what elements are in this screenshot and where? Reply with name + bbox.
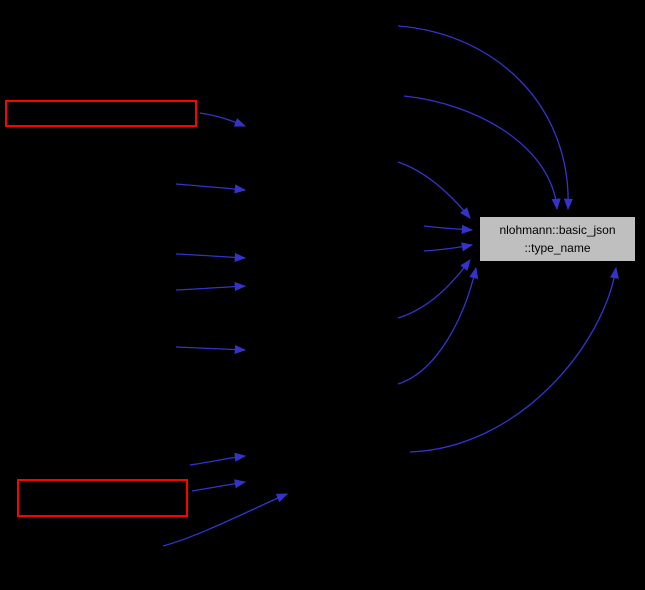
graph-edge (175, 252, 247, 263)
graph-edge (397, 161, 471, 219)
graph-edge (403, 95, 561, 211)
node-label-line1: nlohmann::basic_json (499, 223, 616, 237)
graph-edge (397, 259, 471, 319)
graph-edge (191, 479, 247, 492)
graph-edge (162, 493, 289, 547)
graph-edge (397, 266, 479, 385)
caller-node-highlighted-2[interactable] (17, 479, 188, 517)
node-type-name[interactable]: nlohmann::basic_json ::type_name (479, 216, 636, 262)
node-label-line2: ::type_name (524, 241, 591, 255)
caller-node-highlighted-1[interactable] (5, 100, 197, 127)
graph-edge (175, 281, 247, 292)
graph-edge (175, 344, 247, 355)
graph-edge (175, 183, 247, 194)
graph-edge (397, 25, 573, 211)
graph-edge (409, 266, 619, 453)
graph-edge (423, 224, 474, 234)
graph-edge (189, 452, 247, 466)
graph-edge (199, 112, 247, 127)
graph-edge (423, 242, 474, 252)
